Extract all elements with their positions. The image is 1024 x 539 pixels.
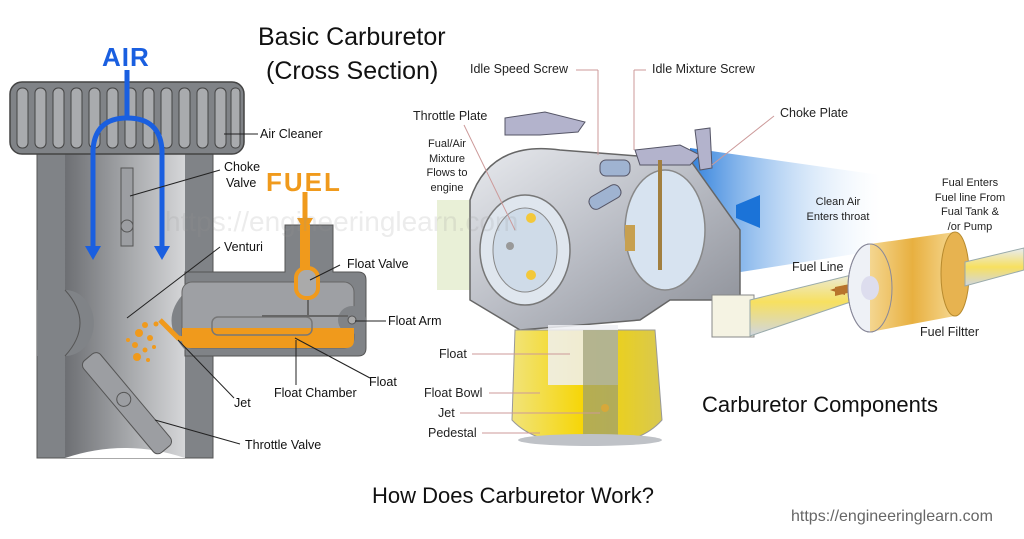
label-choke-valve-2: Valve — [226, 176, 257, 190]
label-fuel-enters-line4: /or Pump — [947, 220, 993, 233]
label-fuel-enters-line1: Fual Enters — [941, 177, 999, 189]
label-float-bowl: Float Bowl — [424, 386, 483, 400]
label-float-valve: Float Valve — [347, 257, 409, 271]
carb-body — [9, 70, 367, 459]
label-jet-right: Jet — [438, 406, 455, 420]
label-idle-mixture-screw: Idle Mixture Screw — [652, 62, 755, 76]
label-fuel-enters: Fual Enters Fuel line From Fual Tank & /… — [930, 176, 1010, 234]
label-mixture-line4: engine — [430, 181, 464, 194]
label-float: Float — [369, 375, 397, 389]
label-throttle-plate: Throttle Plate — [413, 109, 488, 123]
label-float-right: Float — [439, 347, 467, 361]
label-pedestal: Pedestal — [428, 426, 477, 440]
right-leader-lines — [460, 69, 775, 434]
label-fuel-enters-line3: Fual Tank & — [941, 206, 999, 218]
label-throttle-valve: Throttle Valve — [245, 438, 322, 452]
label-choke-plate: Choke Plate — [780, 106, 849, 120]
label-jet: Jet — [234, 396, 251, 410]
left-leader-lines — [126, 133, 386, 445]
fuel-label: FUEL — [266, 167, 342, 197]
left-title-line2: (Cross Section) — [266, 57, 439, 85]
watermark: https://engineeringlearn.com — [165, 206, 519, 237]
label-mixture-line1: Fual/Air — [428, 138, 466, 150]
label-idle-speed-screw: Idle Speed Screw — [470, 62, 568, 76]
label-mixture-flows: Fual/Air Mixture Flows to engine — [420, 137, 474, 195]
label-choke-valve-1: Choke — [224, 160, 261, 174]
label-mixture-line2: Mixture — [428, 152, 466, 165]
label-mixture-line3: Flows to — [426, 167, 468, 179]
label-fuel-enters-line2: Fuel line From — [934, 191, 1006, 204]
label-clean-air-line2: Enters throat — [806, 210, 870, 223]
source-url: https://engineeringlearn.com — [791, 508, 993, 525]
components-illustration — [437, 111, 1024, 446]
label-float-arm: Float Arm — [388, 314, 442, 328]
label-fuel-line: Fuel Line — [792, 260, 844, 274]
label-clean-air: Clean Air Enters throat — [800, 195, 876, 224]
page-title: How Does Carburetor Work? — [372, 483, 655, 508]
label-clean-air-line1: Clean Air — [815, 196, 861, 208]
components-caption: Carburetor Components — [702, 392, 939, 417]
label-fuel-filter: Fuel Filtter — [920, 325, 980, 339]
fuel-droplets — [126, 321, 159, 362]
left-title-line1: Basic Carburetor — [258, 23, 446, 51]
label-float-chamber: Float Chamber — [274, 386, 357, 400]
label-venturi: Venturi — [224, 240, 263, 254]
label-air-cleaner: Air Cleaner — [260, 127, 323, 141]
air-flow-arrows — [90, 70, 165, 250]
air-label: AIR — [102, 42, 150, 72]
